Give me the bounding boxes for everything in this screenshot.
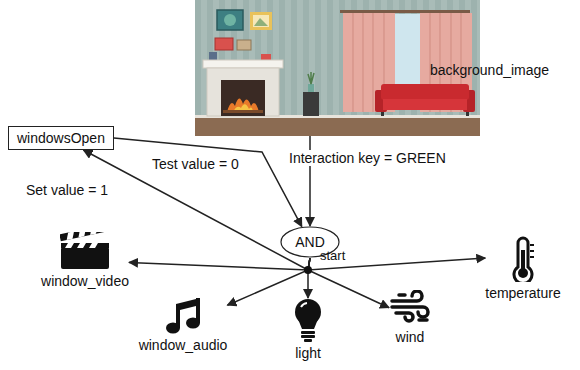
light-output-node: light xyxy=(293,298,323,361)
audio-output-node: window_audio xyxy=(139,296,228,353)
arrow-connector xyxy=(114,138,302,227)
wind-output-node: wind xyxy=(389,290,431,345)
light-bulb-icon xyxy=(293,298,323,342)
node-label: background_image xyxy=(430,0,575,78)
arrow-connector xyxy=(129,258,310,270)
thermometer-icon xyxy=(506,236,540,282)
edge-label: Interaction key = GREEN xyxy=(287,150,448,166)
node-label: light xyxy=(293,345,323,361)
temperature-output-node: temperature xyxy=(485,236,560,301)
edge-label: Set value = 1 xyxy=(24,182,110,198)
variable-box: windowsOpen xyxy=(8,126,114,150)
video-output-node: window_video xyxy=(41,232,129,289)
arrow-connector xyxy=(83,150,310,270)
wind-icon xyxy=(389,290,431,326)
arrow-connector xyxy=(227,258,310,305)
background-image-node: background_image xyxy=(195,0,575,136)
node-label: window_audio xyxy=(139,337,228,353)
node-label: AND xyxy=(295,234,325,250)
start-label: start xyxy=(318,248,347,264)
clapperboard-icon xyxy=(60,232,110,270)
edge-label: Test value = 0 xyxy=(150,156,241,172)
node-label: wind xyxy=(389,329,431,345)
junction-dot xyxy=(304,266,312,274)
node-label: temperature xyxy=(485,285,560,301)
node-label: window_video xyxy=(41,273,129,289)
node-label: windowsOpen xyxy=(17,130,105,146)
music-note-icon xyxy=(165,296,201,334)
